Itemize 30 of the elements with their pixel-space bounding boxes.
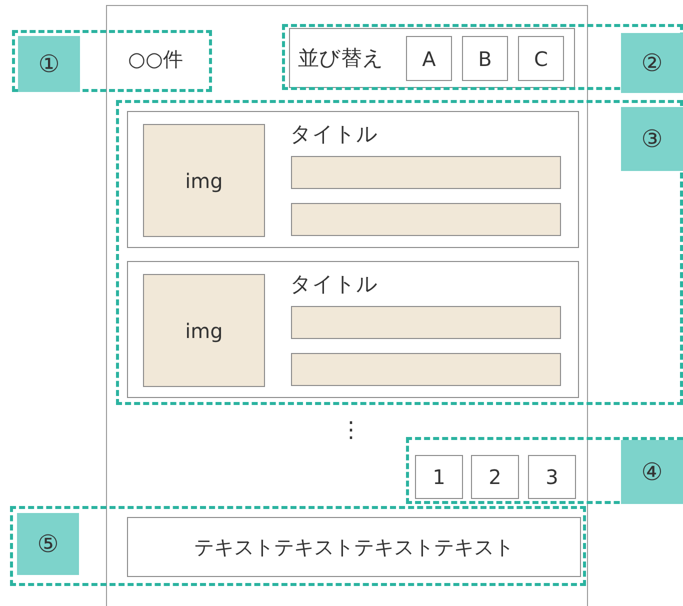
page-button: 3 [528,455,576,499]
vertical-ellipsis: ⋮ [340,418,362,443]
number-badge: ⑤ [17,513,79,575]
sort-bar [289,28,575,88]
number-badge: ① [18,36,80,92]
image-area: img [143,274,265,387]
list-card [127,111,579,248]
number-badge: ④ [621,440,683,504]
count-label: ○○件 [128,46,183,73]
text-placeholder-bar [291,353,561,386]
page-button: 2 [471,455,519,499]
dashed-highlight [10,506,586,586]
text-placeholder-bar [291,156,561,189]
number-badge: ③ [621,107,683,171]
sort-label: 並び替え [298,45,384,72]
card-title: タイトル [290,121,378,148]
dashed-highlight [406,437,683,504]
sort-button: A [406,36,452,81]
sort-button: B [462,36,508,81]
page-button: 1 [415,455,463,499]
dashed-highlight [12,30,212,92]
number-badge: ② [621,33,683,93]
text-placeholder-bar [291,306,561,339]
dashed-highlight [116,100,683,405]
card-title: タイトル [290,271,378,298]
image-area: img [143,124,265,237]
sort-button: C [518,36,564,81]
text-box: テキストテキストテキストテキスト [127,517,581,577]
text-placeholder-bar [291,203,561,236]
list-card [127,261,579,398]
